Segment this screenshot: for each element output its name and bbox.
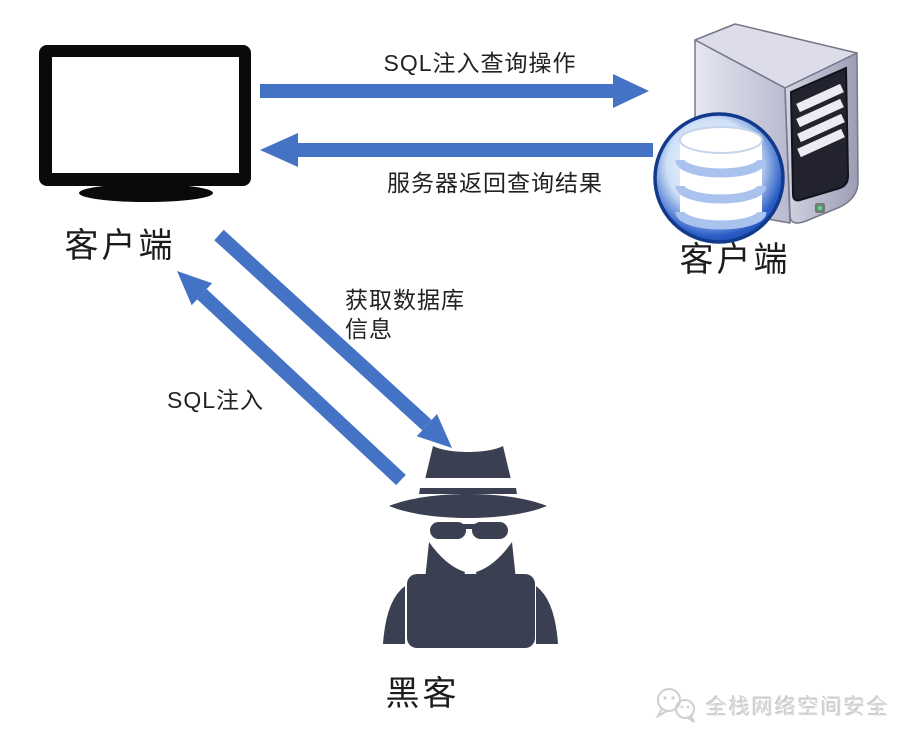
client-monitor-icon [39, 45, 251, 202]
collar-left [425, 542, 465, 580]
collar-right [476, 542, 516, 580]
hacker-icon [383, 446, 558, 648]
arrow-client-to-hacker [214, 229, 452, 448]
database-icon [653, 112, 785, 244]
sunglasses [430, 522, 508, 539]
server-icon [653, 23, 859, 244]
watermark: 全栈网络空间安全 [654, 686, 890, 726]
laptop [407, 574, 535, 648]
client-label: 客户端 [64, 227, 176, 265]
hacker-label: 黑客 [385, 675, 460, 713]
label-server-returns-result: 服务器返回查询结果 [387, 170, 603, 196]
arrow-server-to-client [260, 133, 653, 167]
arm-left [383, 586, 405, 644]
server-label: 客户端 [679, 241, 791, 279]
server-power-led [815, 203, 825, 213]
label-get-database-info: 获取数据库 信息 [345, 287, 465, 342]
arm-right [536, 586, 558, 644]
arrow-hacker-to-client [177, 271, 406, 486]
watermark-text: 全栈网络空间安全 [706, 696, 890, 719]
wechat-icon [655, 688, 695, 723]
label-sql-injection-query: SQL注入查询操作 [383, 50, 577, 76]
hat-brim [389, 494, 547, 518]
label-sql-inject: SQL注入 [167, 387, 265, 413]
hat-band [420, 478, 516, 490]
arrow-client-to-server [260, 74, 649, 108]
